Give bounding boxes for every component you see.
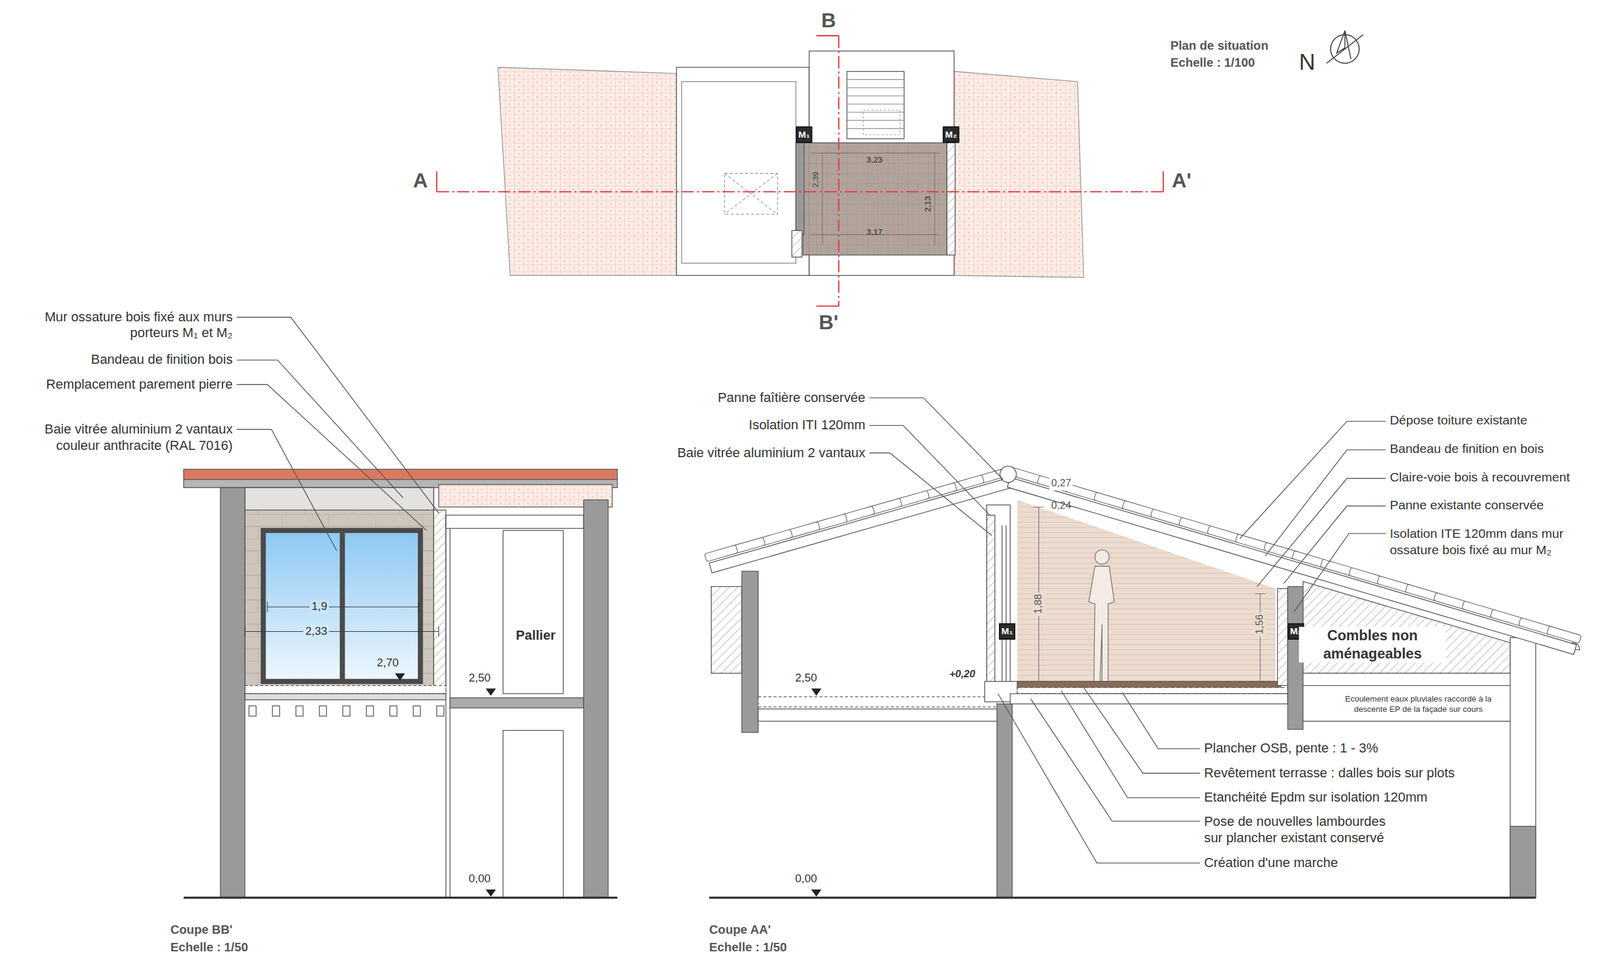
level-label: 2,50	[468, 671, 491, 686]
callout-text: Remplacement parement pierre	[46, 376, 233, 394]
level-label: 0,00	[795, 872, 817, 887]
callout-text: Baie vitrée aluminium 2 vantaux	[677, 444, 866, 461]
leader-line	[869, 453, 992, 536]
scale-label: Echelle : 1/100	[1170, 55, 1255, 71]
wall-marker: M₂	[943, 126, 960, 144]
level-label: 2,50	[795, 671, 817, 686]
section-mark: A	[413, 168, 428, 194]
callout-text: Création d'une marche	[1203, 855, 1338, 872]
site-plan	[497, 50, 1084, 278]
scale-label: Echelle : 1/50	[709, 940, 787, 956]
callout-text: Revêtement terrasse : dalles bois sur pl…	[1203, 765, 1455, 782]
leader-lines	[236, 317, 1386, 864]
callout-text: Claire-voie bois à recouvrement	[1389, 470, 1570, 487]
leader-line	[236, 317, 439, 514]
callout-text: Isolation ITI 120mm	[749, 417, 866, 434]
ridge-tile	[1000, 466, 1017, 483]
level-label: 0,00	[468, 872, 491, 887]
level-label: +0,20	[949, 668, 976, 682]
callout-text: Panne existante conservée	[1389, 497, 1544, 514]
dimension-label: 0,24	[1051, 499, 1072, 513]
leader-line	[869, 425, 990, 516]
dimension-label: 1,56	[1253, 612, 1267, 637]
wall-marker: M₁	[795, 126, 813, 144]
callout-text: Plancher OSB, pente : 1 - 3%	[1203, 740, 1379, 757]
callout-text: Bandeau de finition bois	[90, 351, 233, 369]
callout-text: Pose de nouvelles lambourdes sur planche…	[1203, 813, 1396, 848]
drawing-title: Plan de situation	[1170, 38, 1269, 54]
roof-tiles	[704, 467, 1582, 655]
leader-line	[1061, 690, 1201, 799]
callout-text: Isolation ITE 120mm dans mur ossature bo…	[1389, 527, 1584, 560]
section-mark: A'	[1171, 168, 1192, 194]
leader-line	[1265, 450, 1386, 557]
leader-line	[997, 693, 1200, 864]
dimension-label: 3,23	[866, 155, 883, 166]
leader-line	[1081, 684, 1200, 774]
leader-line	[1030, 698, 1200, 822]
dimension-label: 2,39	[811, 171, 822, 188]
leader-line	[1239, 421, 1386, 539]
room-label: Combles non aménageables	[1299, 627, 1446, 663]
section-mark: B'	[818, 309, 839, 336]
dimension-label: 0,27	[1049, 477, 1073, 491]
callout-text: Dépose toiture existante	[1389, 413, 1528, 430]
callout-text: Panne faîtière conservée	[717, 389, 865, 406]
note-text: Ecoulement eaux pluviales raccordé à la …	[1328, 695, 1508, 716]
leader-line	[236, 360, 403, 498]
callout-text: Mur ossature bois fixé aux murs porteurs…	[23, 308, 233, 343]
leader-line	[1283, 505, 1386, 584]
leader-line	[1257, 478, 1386, 587]
north-arrow	[1326, 30, 1364, 64]
leader-line	[236, 429, 337, 551]
section-lines	[436, 35, 1164, 307]
level-label: 2,70	[376, 656, 399, 671]
section-mark: B	[821, 7, 836, 34]
callout-text: Baie vitrée aluminium 2 vantaux couleur …	[23, 420, 233, 455]
room-label: Pallier	[515, 627, 556, 644]
drawing-title: Coupe BB'	[170, 923, 233, 939]
wall-marker-text: M₁	[1001, 626, 1013, 637]
dimension-label: 2,13	[923, 195, 935, 212]
leader-line	[869, 397, 1003, 480]
wall-marker-text: M₁	[798, 129, 810, 141]
callout-text: Etanchéité Epdm sur isolation 120mm	[1203, 789, 1428, 807]
dimension-label: 3,17	[866, 227, 883, 238]
scale-label: Echelle : 1/50	[170, 940, 249, 956]
section-bb	[183, 469, 618, 899]
dimension-label: 1,88	[1032, 591, 1046, 616]
callout-text: Bandeau de finition en bois	[1389, 442, 1544, 458]
drawing-title: Coupe AA'	[709, 923, 771, 939]
north-label: N	[1299, 47, 1316, 76]
leader-line	[1293, 533, 1386, 613]
person-figure	[1088, 550, 1115, 682]
leader-line	[236, 384, 427, 531]
wall-marker: M₁	[998, 623, 1016, 640]
dimension-label: 2,33	[303, 624, 330, 639]
leader-line	[1122, 692, 1201, 750]
dimension-label: 1,9	[309, 599, 329, 614]
wall-marker-text: M₂	[944, 129, 957, 141]
